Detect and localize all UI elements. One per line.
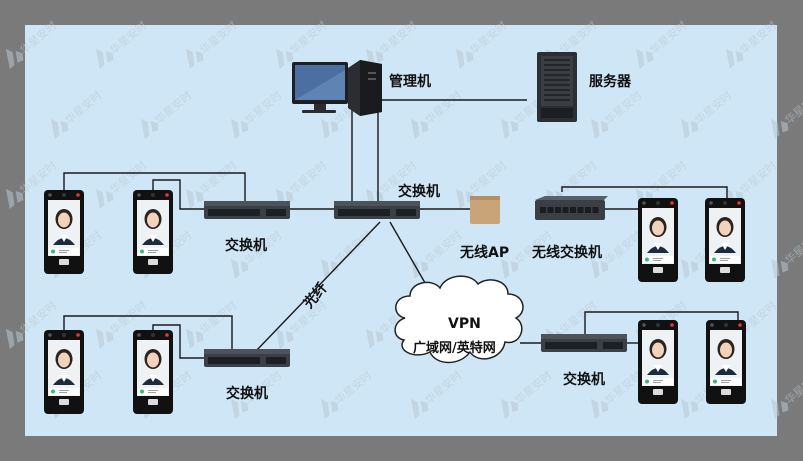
- watermark-text: 华星安时: [152, 88, 195, 127]
- watermark-text: 华星安时: [287, 158, 330, 197]
- connection-line: [152, 179, 204, 210]
- watermark-text: 华星安时: [557, 158, 600, 197]
- watermark-text: 华星安时: [197, 158, 240, 197]
- watermark-text: 华星安时: [422, 228, 465, 267]
- admin-pc-icon: [292, 60, 382, 116]
- watermark-mark: 华星安时: [133, 88, 195, 141]
- watermark-text: 华星安时: [557, 298, 600, 337]
- watermark-text: 华星安时: [17, 18, 60, 57]
- watermark-mark: 华星安时: [493, 368, 555, 421]
- watermark-mark: 华星安时: [223, 88, 285, 141]
- watermark-mark: 华星安时: [178, 18, 240, 71]
- watermark-mark: 华星安时: [403, 228, 465, 281]
- wireless-switch-icon: [535, 196, 608, 220]
- watermark-mark: 华星安时: [763, 368, 803, 421]
- watermark-mark: 华星安时: [88, 18, 150, 71]
- left-bottom-switch-label: 交换机: [226, 385, 268, 402]
- wireless-switch-label: 无线交换机: [531, 244, 602, 261]
- left-top-switch-label: 交换机: [225, 237, 267, 254]
- watermark-mark: 华星安时: [673, 88, 735, 141]
- connection-line: [254, 221, 381, 353]
- watermark-text: 华星安时: [242, 88, 285, 127]
- watermark-text: 华星安时: [737, 158, 780, 197]
- terminal-left-bottom-1: [44, 330, 84, 414]
- watermark-text: 华星安时: [422, 88, 465, 127]
- wireless-ap-label: 无线AP: [459, 244, 509, 261]
- watermark-mark: 华星安时: [0, 18, 60, 71]
- watermark-text: 华星安时: [512, 368, 555, 407]
- terminal-right-top-2: [705, 198, 745, 282]
- connection-line: [561, 186, 728, 198]
- watermark-text: 华星安时: [332, 368, 375, 407]
- watermark-mark: 华星安时: [403, 368, 465, 421]
- watermark-text: 华星安时: [692, 88, 735, 127]
- wireless-ap-icon: [470, 196, 500, 224]
- terminal-right-bottom-1: [638, 320, 678, 404]
- watermark-mark: 华星安时: [403, 88, 465, 141]
- server-label: 服务器: [589, 73, 632, 90]
- watermark-mark: 华星安时: [763, 88, 803, 141]
- watermark-text: 华星安时: [782, 88, 803, 127]
- admin-pc-label: 管理机: [389, 73, 431, 90]
- switch-left-top-icon: [204, 201, 290, 219]
- watermark-mark: 华星安时: [313, 368, 375, 421]
- watermark-text: 华星安时: [467, 18, 510, 57]
- watermark-text: 华星安时: [737, 18, 780, 57]
- watermark-text: 华星安时: [467, 158, 510, 197]
- watermark-mark: 华星安时: [43, 88, 105, 141]
- server-icon: [537, 52, 577, 122]
- watermark-mark: 华星安时: [448, 18, 510, 71]
- terminal-left-top-1: [44, 190, 84, 274]
- watermark-text: 华星安时: [647, 18, 690, 57]
- connection-line: [152, 324, 204, 359]
- terminal-left-top-2: [133, 190, 173, 274]
- watermark-text: 华星安时: [782, 368, 803, 407]
- connection-line: [63, 315, 233, 349]
- watermark-text: 华星安时: [782, 228, 803, 267]
- terminal-right-bottom-2: [706, 320, 746, 404]
- watermark-text: 华星安时: [197, 18, 240, 57]
- connection-line: [63, 172, 246, 201]
- watermark-text: 华星安时: [377, 18, 420, 57]
- watermark-mark: 华星安时: [178, 298, 240, 351]
- switch-left-bottom-icon: [204, 349, 290, 367]
- watermark-text: 华星安时: [602, 88, 645, 127]
- wan-internet-label: 广域网/英特网: [413, 340, 496, 356]
- watermark-mark: 华星安时: [268, 298, 329, 351]
- watermark-text: 华星安时: [647, 158, 690, 197]
- watermark-mark: 华星安时: [628, 18, 690, 71]
- vpn-cloud: [394, 275, 524, 364]
- watermark-mark: 华星安时: [763, 228, 803, 281]
- watermark-mark: 华星安时: [313, 228, 374, 281]
- devices: [44, 52, 746, 414]
- terminal-left-bottom-2: [133, 330, 173, 414]
- watermark-text: 华星安时: [197, 298, 240, 337]
- watermark-text: 华星安时: [422, 368, 465, 407]
- watermark-text: 华星安时: [287, 18, 330, 57]
- core-switch-label: 交换机: [398, 183, 440, 200]
- vpn-label: VPN: [448, 316, 481, 332]
- switch-right-bottom-icon: [541, 334, 627, 352]
- watermark-text: 华星安时: [557, 18, 600, 57]
- watermark-text: 华星安时: [107, 18, 150, 57]
- watermark-mark: 华星安时: [583, 88, 645, 141]
- connection-line: [584, 311, 739, 335]
- watermark-mark: 华星安时: [718, 18, 780, 71]
- terminal-right-top-1: [638, 198, 678, 282]
- watermark-text: 华星安时: [62, 88, 105, 127]
- switch-core-icon: [334, 201, 420, 219]
- right-bottom-switch-label: 交换机: [563, 371, 605, 388]
